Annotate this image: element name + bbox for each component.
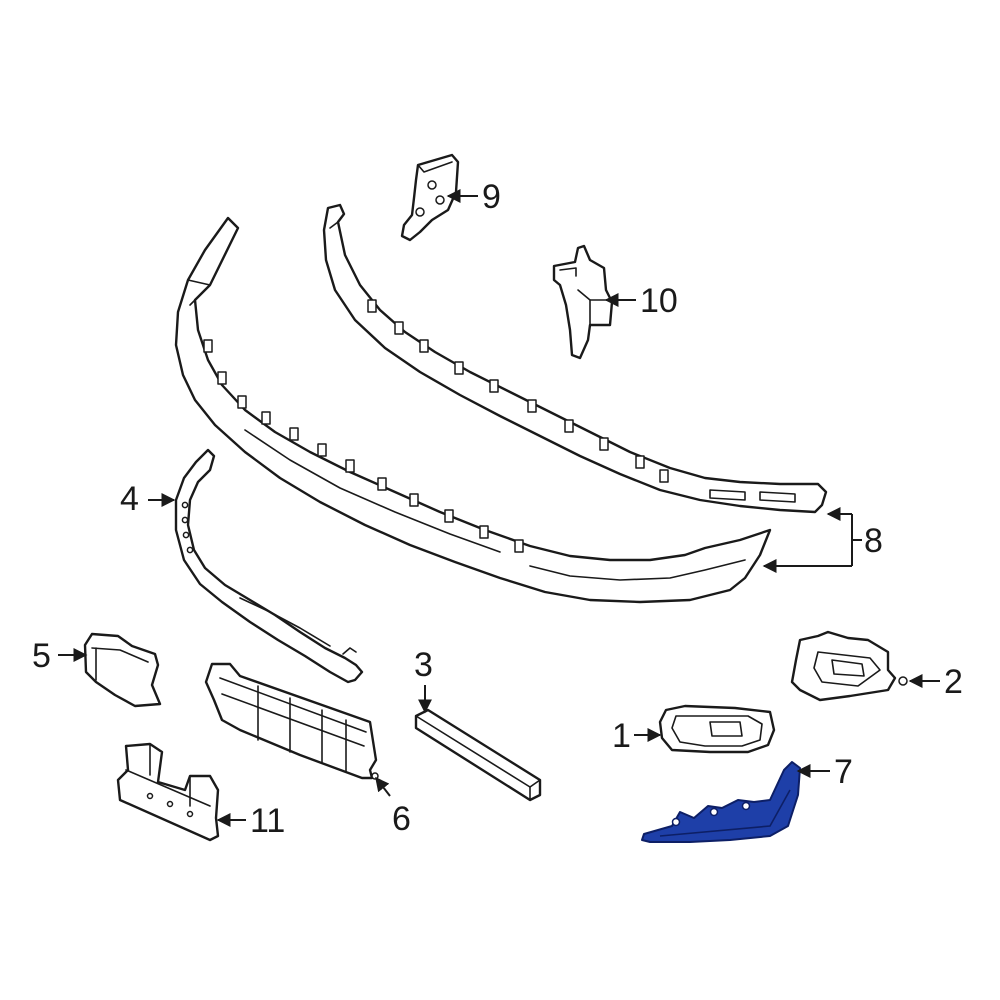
callout-10[interactable]: 10 xyxy=(640,282,678,320)
callout-6[interactable]: 6 xyxy=(392,800,411,838)
lower-grille-trim-part[interactable] xyxy=(174,448,364,684)
callout-1[interactable]: 1 xyxy=(612,717,631,755)
upper-bracket-part[interactable] xyxy=(400,153,460,242)
side-trim-highlighted-part[interactable] xyxy=(641,761,801,843)
callout-2[interactable]: 2 xyxy=(944,663,963,701)
reinforcement-strip-part[interactable] xyxy=(414,708,542,802)
callout-5[interactable]: 5 xyxy=(32,637,51,675)
leader-6 xyxy=(375,776,391,797)
callout-8[interactable]: 8 xyxy=(864,522,883,560)
bumper-cover-outer-part[interactable] xyxy=(174,216,772,604)
side-bracket-part[interactable] xyxy=(552,244,614,360)
bumper-upper-support-part[interactable] xyxy=(322,203,828,514)
callout-11[interactable]: 11 xyxy=(250,802,285,840)
callout-3[interactable]: 3 xyxy=(414,646,433,684)
fog-lamp-part[interactable] xyxy=(790,630,908,702)
end-cap-part[interactable] xyxy=(83,632,162,708)
callout-7[interactable]: 7 xyxy=(834,753,853,791)
fog-lamp-bezel-part[interactable] xyxy=(658,704,776,754)
callout-9[interactable]: 9 xyxy=(482,178,501,216)
callout-4[interactable]: 4 xyxy=(120,480,139,518)
license-plate-bracket-part[interactable] xyxy=(116,742,220,842)
grille-bracket-part[interactable] xyxy=(204,662,379,780)
